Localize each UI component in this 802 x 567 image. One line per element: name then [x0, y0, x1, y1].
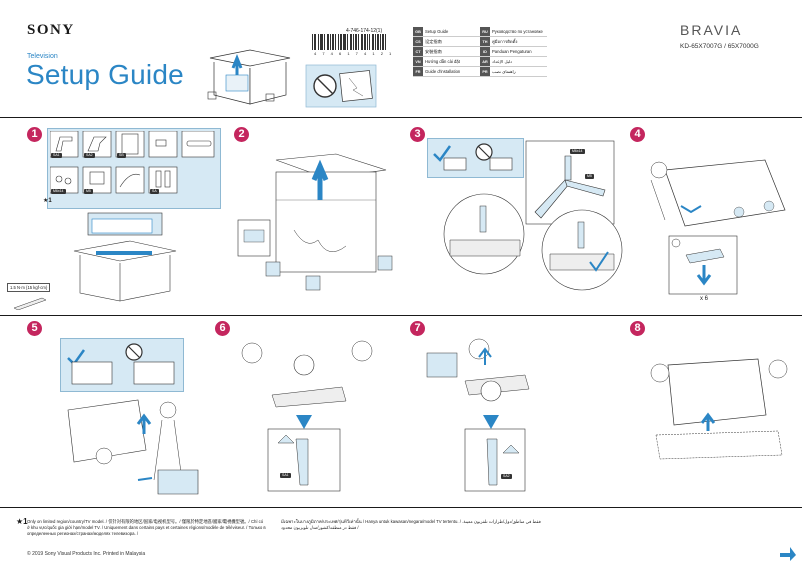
base-orientation-panel: [427, 138, 524, 178]
position-tv-illustration: [650, 358, 788, 460]
lang-name: 安裝指南: [423, 46, 480, 57]
supplied-parts-illustration: [50, 131, 215, 194]
lang-name: Hướng dẫn cài đặt: [423, 56, 480, 67]
stand-orientation-illustration: [433, 143, 513, 171]
lang-code: RU: [480, 27, 490, 37]
page-title: Setup Guide: [26, 59, 184, 90]
lang-name: คู่มือการติดตั้ง: [490, 36, 547, 47]
lang-code: TH: [480, 36, 490, 47]
part-tag: SA2: [501, 474, 512, 479]
lang-code: CT: [413, 46, 423, 57]
lang-code: CS: [413, 36, 423, 47]
sony-logo: SONY: [27, 22, 75, 38]
part-tag: SA: [150, 189, 159, 194]
torque-spec: 1.5 N·m {15 kgf·cm}: [7, 283, 51, 292]
lang-name: 设定指南: [423, 36, 480, 47]
copyright-text: © 2019 Sony Visual Products Inc. Printed…: [27, 551, 146, 557]
screwdriver-icon: [13, 297, 47, 310]
screw-count: x 6: [700, 296, 709, 302]
part-tag: M5: [84, 189, 93, 194]
footnote-mark: ★1: [16, 517, 28, 526]
lang-name: راهنمای نصب: [490, 66, 547, 77]
tv-box-illustration: [207, 49, 291, 105]
lang-name: Guide d'installation: [423, 66, 480, 77]
place-tv-on-stand-illustration: [650, 159, 786, 227]
lang-code: PR: [480, 66, 490, 77]
lang-name: Руководство по установке: [490, 27, 547, 37]
step-number: 3: [410, 127, 425, 142]
part-tag: SA1: [280, 473, 291, 478]
bravia-logo: BRAVIA: [680, 22, 743, 38]
section-divider: [0, 507, 802, 508]
screw-detail-illustration: [668, 235, 738, 295]
section-divider: [0, 117, 802, 118]
lang-code: ID: [480, 46, 490, 57]
placement-do-dont-illustration: [67, 343, 175, 385]
part-tag: SA1: [51, 153, 62, 158]
part-tag: SB: [117, 153, 126, 158]
barcode-digits: 4 7 4 6 1 7 4 1 2 1: [314, 51, 394, 56]
step-number: 7: [410, 321, 425, 336]
step-number: 6: [215, 321, 230, 336]
cable-clip-attach-illustration: [236, 339, 376, 492]
footnote-mark: ★1: [43, 198, 52, 204]
lang-code: AR: [480, 56, 490, 67]
footnote-left: Only on limited region/country/TV model.…: [27, 519, 266, 536]
unbox-tv-illustration: [73, 212, 177, 302]
step-number: 4: [630, 127, 645, 142]
step-number: 5: [27, 321, 42, 336]
page-turn-arrow-icon: [780, 547, 796, 561]
part-tag: SA2: [84, 153, 95, 158]
lang-code: GB: [413, 27, 423, 37]
product-type: Television: [27, 53, 58, 60]
lang-code: VN: [413, 56, 423, 67]
part-number: 4-746-174-12(1): [346, 28, 383, 34]
part-tag: M6x14: [570, 149, 585, 154]
lang-name: Panduan Pengaturan: [490, 46, 547, 57]
part-tag: M6x14: [51, 189, 66, 194]
stand-tv-upright-illustration: [67, 399, 199, 495]
section-divider: [0, 315, 802, 316]
no-lay-flat-warning-icon: [305, 64, 377, 108]
lang-name: Setup Guide: [423, 27, 480, 37]
lang-code: FR: [413, 66, 423, 77]
footnote-right: มีเฉพาะในบางภูมิภาค/ประเทศ/รุ่นทีวีเท่าน…: [281, 519, 541, 530]
remove-tv-from-box-illustration: [237, 153, 393, 291]
barcode-image: [312, 34, 386, 50]
step-number: 1: [27, 127, 42, 142]
attach-stand-illustration: [443, 193, 623, 291]
model-numbers: KD-65X7007G / 65X7000G: [680, 43, 759, 50]
cable-clip-attach-illustration-2: [426, 338, 530, 492]
step-number: 2: [234, 127, 249, 142]
stand-leg-parts-illustration: [525, 140, 615, 225]
step-number: 8: [630, 321, 645, 336]
part-tag: M5: [585, 174, 594, 179]
lang-name: دليل الإعداد: [490, 56, 547, 67]
